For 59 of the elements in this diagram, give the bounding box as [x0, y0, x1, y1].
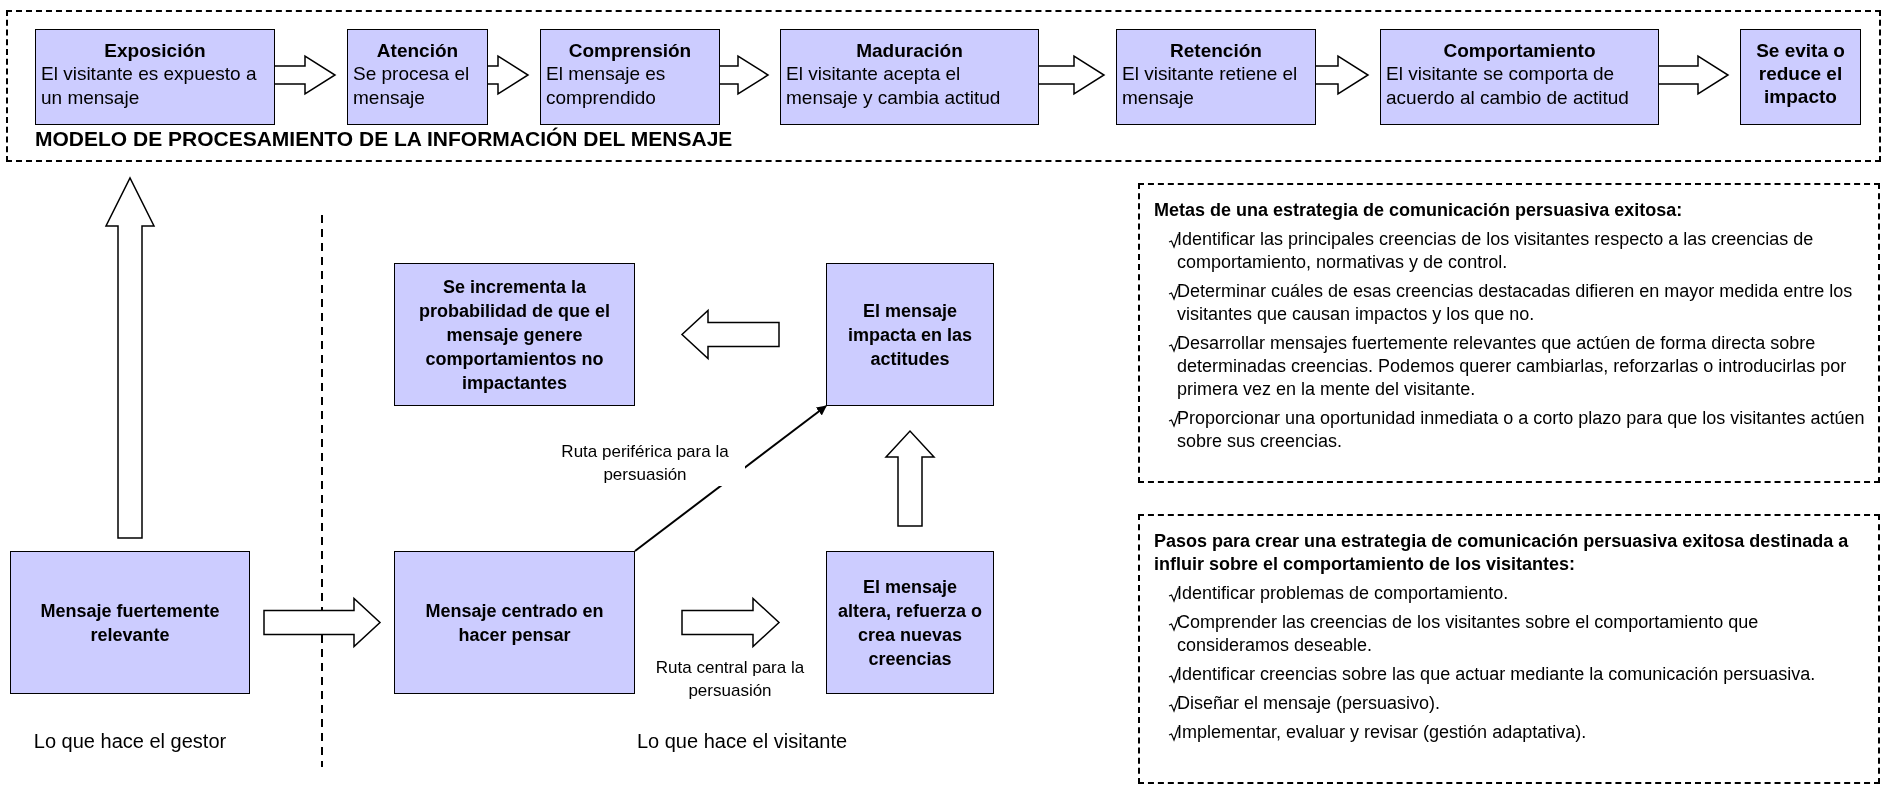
block-arrow [717, 54, 770, 96]
step-description: El visitante es expuesto a un mensaje [41, 62, 258, 110]
panel-heading: Metas de una estrategia de comunicación persuasiva exitosa: [1154, 199, 1684, 222]
box-text: El mensaje altera, refuerza o crea nuevas creencias [836, 575, 984, 671]
dashed-note-panel [1138, 183, 1880, 483]
block-arrow [263, 596, 382, 649]
step-title: Atención [375, 39, 460, 62]
block-arrow [485, 54, 530, 96]
block-arrow [1656, 54, 1730, 96]
box-text: Se incrementa la probabilidad de que el mensaje genere comportamientos no impactantes [418, 275, 611, 395]
process-box [347, 29, 488, 125]
bullet-text: Determinar cuáles de esas creencias destacadas difieren en mayor medida entre los visitantes que causan impactos y los que no. [1177, 280, 1854, 326]
panel-heading: Pasos para crear una estrategia de comunicación persuasiva exitosa destinada a influir sobre el comportamiento de los visitantes: [1154, 530, 1850, 576]
block-arrow [1036, 54, 1106, 96]
process-box [1740, 29, 1861, 125]
step-description: El mensaje es comprendido [546, 62, 667, 110]
column-caption: Lo que hace el gestor [32, 729, 228, 754]
step-description: Se procesa el mensaje [353, 62, 471, 110]
step-title: Se evita o reduce el impacto [1755, 39, 1846, 108]
column-caption: Lo que hace el visitante [635, 729, 849, 754]
step-title: Comprensión [567, 39, 693, 62]
process-box [394, 551, 635, 694]
process-box [826, 551, 994, 694]
process-box [780, 29, 1039, 125]
dashed-group-frame [6, 10, 1881, 162]
step-title: Maduración [855, 39, 964, 62]
box-text: El mensaje impacta en las actitudes [846, 299, 974, 371]
process-box [1380, 29, 1659, 125]
bullet-text: Implementar, evaluar y revisar (gestión adaptativa). [1177, 721, 1588, 744]
dashed-note-panel [1138, 514, 1880, 784]
bullet-text: Diseñar el mensaje (persuasivo). [1177, 692, 1442, 715]
process-box [540, 29, 720, 125]
process-box [10, 551, 250, 694]
block-arrow [104, 176, 156, 539]
box-text: Mensaje centrado en hacer pensar [424, 599, 605, 647]
bullet-text: Proporcionar una oportunidad inmediata o a corto plazo para que los visitantes actúen sobre sus creencias. [1177, 407, 1866, 453]
step-description: El visitante se comporta de acuerdo al cambio de actitud [1386, 62, 1630, 110]
step-title: Retención [1169, 39, 1263, 62]
bullet-text: Desarrollar mensajes fuertemente relevantes que actúen de forma directa sobre determinadas creencias. Podemos querer cambiarlas, reforzarlas o introducirlas por primera vez en la mente del visitante. [1177, 332, 1848, 401]
step-title: Exposición [103, 39, 207, 62]
block-arrow [1313, 54, 1370, 96]
block-arrow [681, 596, 781, 649]
step-description: El visitante retiene el mensaje [1122, 62, 1299, 110]
process-box [35, 29, 275, 125]
arrow [634, 405, 827, 552]
step-description: El visitante acepta el mensaje y cambia actitud [786, 62, 1002, 110]
bullet-text: Identificar creencias sobre las que actuar mediante la comunicación persuasiva. [1177, 663, 1817, 686]
model-heading: MODELO DE PROCESAMIENTO DE LA INFORMACIÓN DEL MENSAJE [35, 126, 733, 152]
block-arrow [884, 429, 936, 527]
block-arrow [272, 54, 337, 96]
bullet-text: Comprender las creencias de los visitantes sobre el comportamiento que consideramos deseable. [1177, 611, 1760, 657]
step-title: Comportamiento [1442, 39, 1597, 62]
box-text: Mensaje fuertemente relevante [39, 599, 221, 647]
block-arrow [680, 308, 780, 361]
process-box [1116, 29, 1316, 125]
process-box [826, 263, 994, 406]
bullet-text: Identificar problemas de comportamiento. [1177, 582, 1510, 605]
bullet-text: Identificar las principales creencias de los visitantes respecto a las creencias de comportamiento, normativas y de control. [1177, 228, 1815, 274]
process-box [394, 263, 635, 406]
